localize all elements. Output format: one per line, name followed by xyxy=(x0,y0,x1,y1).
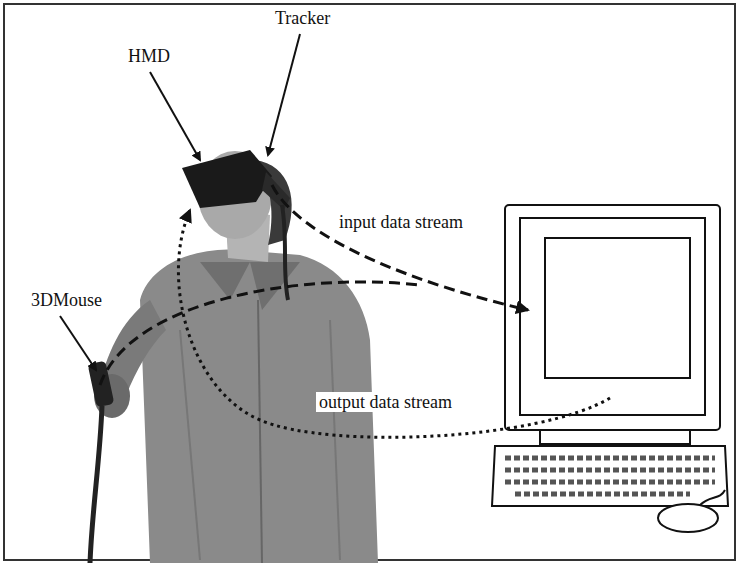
callout-label: HMD xyxy=(125,46,173,66)
output-data-stream-line xyxy=(178,210,610,437)
callout-label: input data stream xyxy=(336,212,466,232)
callout-label: 3DMouse xyxy=(28,290,105,310)
leader-arrows xyxy=(60,34,300,370)
person xyxy=(88,150,378,563)
computer xyxy=(492,205,728,532)
input-data-stream-lines xyxy=(100,185,528,385)
callout-label: output data stream xyxy=(316,392,455,412)
callout-label: Tracker xyxy=(272,8,333,28)
